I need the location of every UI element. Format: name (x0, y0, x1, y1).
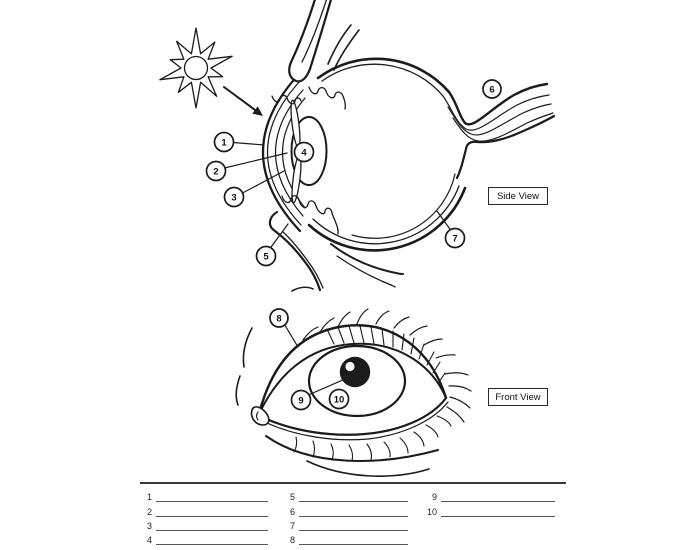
optic-nerve-lines (442, 82, 556, 180)
answer-number-1: 1 (146, 492, 152, 503)
side-label-7[interactable]: 7 (444, 227, 466, 249)
answer-blank-5[interactable] (299, 490, 408, 503)
pupil (339, 356, 371, 388)
answer-row-9: 9 (421, 488, 555, 503)
iris-outline (307, 344, 407, 418)
front-upper-eyelid (257, 324, 448, 416)
upper-eyelid (288, 0, 360, 83)
answer-blank-2[interactable] (156, 505, 268, 517)
front-lower-eyelid (260, 396, 449, 441)
answer-number-10: 10 (426, 506, 437, 517)
side-label-1[interactable]: 1 (213, 131, 235, 153)
side-view-drawing: 1 2 3 4 5 6 7 (159, 0, 556, 292)
upper-lash-hatching (326, 325, 446, 383)
side-label-7-number: 7 (452, 233, 457, 244)
front-view-caption: Front View (495, 391, 541, 403)
answer-row-4: 4 (140, 531, 268, 546)
answer-number-9: 9 (431, 492, 437, 503)
answer-blank-3[interactable] (156, 519, 268, 531)
front-label-9[interactable]: 9 (290, 389, 312, 411)
side-label-4-number: 4 (301, 147, 307, 158)
answer-number-6: 6 (289, 506, 295, 517)
answer-row-2: 2 (140, 502, 268, 517)
answer-blank-7[interactable] (299, 519, 408, 531)
side-label-5-number: 5 (263, 251, 269, 262)
side-label-6[interactable]: 6 (482, 79, 502, 99)
answer-row-8: 8 (283, 531, 408, 546)
side-label-3[interactable]: 3 (223, 186, 245, 208)
front-view-caption-box: Front View (488, 388, 548, 406)
answer-number-7: 7 (289, 520, 295, 531)
eyeball-outline (307, 57, 467, 252)
face-contour-strokes (235, 286, 314, 406)
answer-row-5: 5 (283, 488, 408, 503)
ciliary-body-squiggles (271, 86, 347, 235)
side-label-4[interactable]: 4 (293, 141, 315, 163)
front-label-8-number: 8 (276, 313, 281, 324)
answer-number-4: 4 (146, 535, 152, 546)
front-label-10-number: 10 (334, 394, 345, 405)
front-leader-lines (283, 323, 346, 397)
answer-row-1: 1 (140, 488, 268, 503)
side-label-6-number: 6 (489, 84, 494, 95)
side-label-2-number: 2 (213, 166, 218, 177)
side-label-2[interactable]: 2 (205, 160, 227, 182)
light-ray-arrow-icon (223, 86, 263, 116)
answer-number-2: 2 (146, 506, 152, 517)
front-label-10[interactable]: 10 (328, 388, 350, 410)
answer-blank-4[interactable] (156, 533, 268, 546)
side-view-caption: Side View (496, 190, 540, 202)
answer-number-3: 3 (146, 520, 152, 531)
sun-icon (159, 27, 233, 109)
lower-eyelid (268, 210, 404, 292)
answer-number-5: 5 (289, 492, 295, 503)
side-view-caption-box: Side View (488, 187, 548, 205)
upper-outer-lashes (302, 308, 472, 423)
answer-blank-1[interactable] (156, 490, 268, 503)
answer-column-3: 9 10 (421, 488, 555, 517)
answer-column-2: 5 6 7 8 (283, 488, 408, 546)
answer-number-8: 8 (289, 535, 295, 546)
pupil-highlight (345, 361, 355, 372)
tear-duct (250, 406, 270, 426)
answer-sheet-divider (140, 482, 566, 484)
answer-blank-6[interactable] (299, 505, 408, 517)
answer-row-6: 6 (283, 502, 408, 517)
front-view-drawing: 8 9 10 (235, 286, 472, 477)
front-label-8[interactable]: 8 (269, 308, 289, 328)
side-leader-lines (223, 141, 452, 250)
side-label-5[interactable]: 5 (255, 245, 277, 267)
answer-blank-10[interactable] (441, 505, 555, 517)
answer-row-7: 7 (283, 517, 408, 531)
answer-column-1: 1 2 3 4 (140, 488, 268, 546)
front-label-9-number: 9 (298, 395, 303, 406)
cheek-strokes (265, 435, 439, 477)
answer-row-3: 3 (140, 517, 268, 531)
answer-blank-9[interactable] (441, 490, 555, 503)
answer-row-10: 10 (421, 502, 555, 517)
side-label-3-number: 3 (231, 192, 236, 203)
side-label-1-number: 1 (221, 137, 227, 148)
answer-blank-8[interactable] (299, 533, 408, 546)
